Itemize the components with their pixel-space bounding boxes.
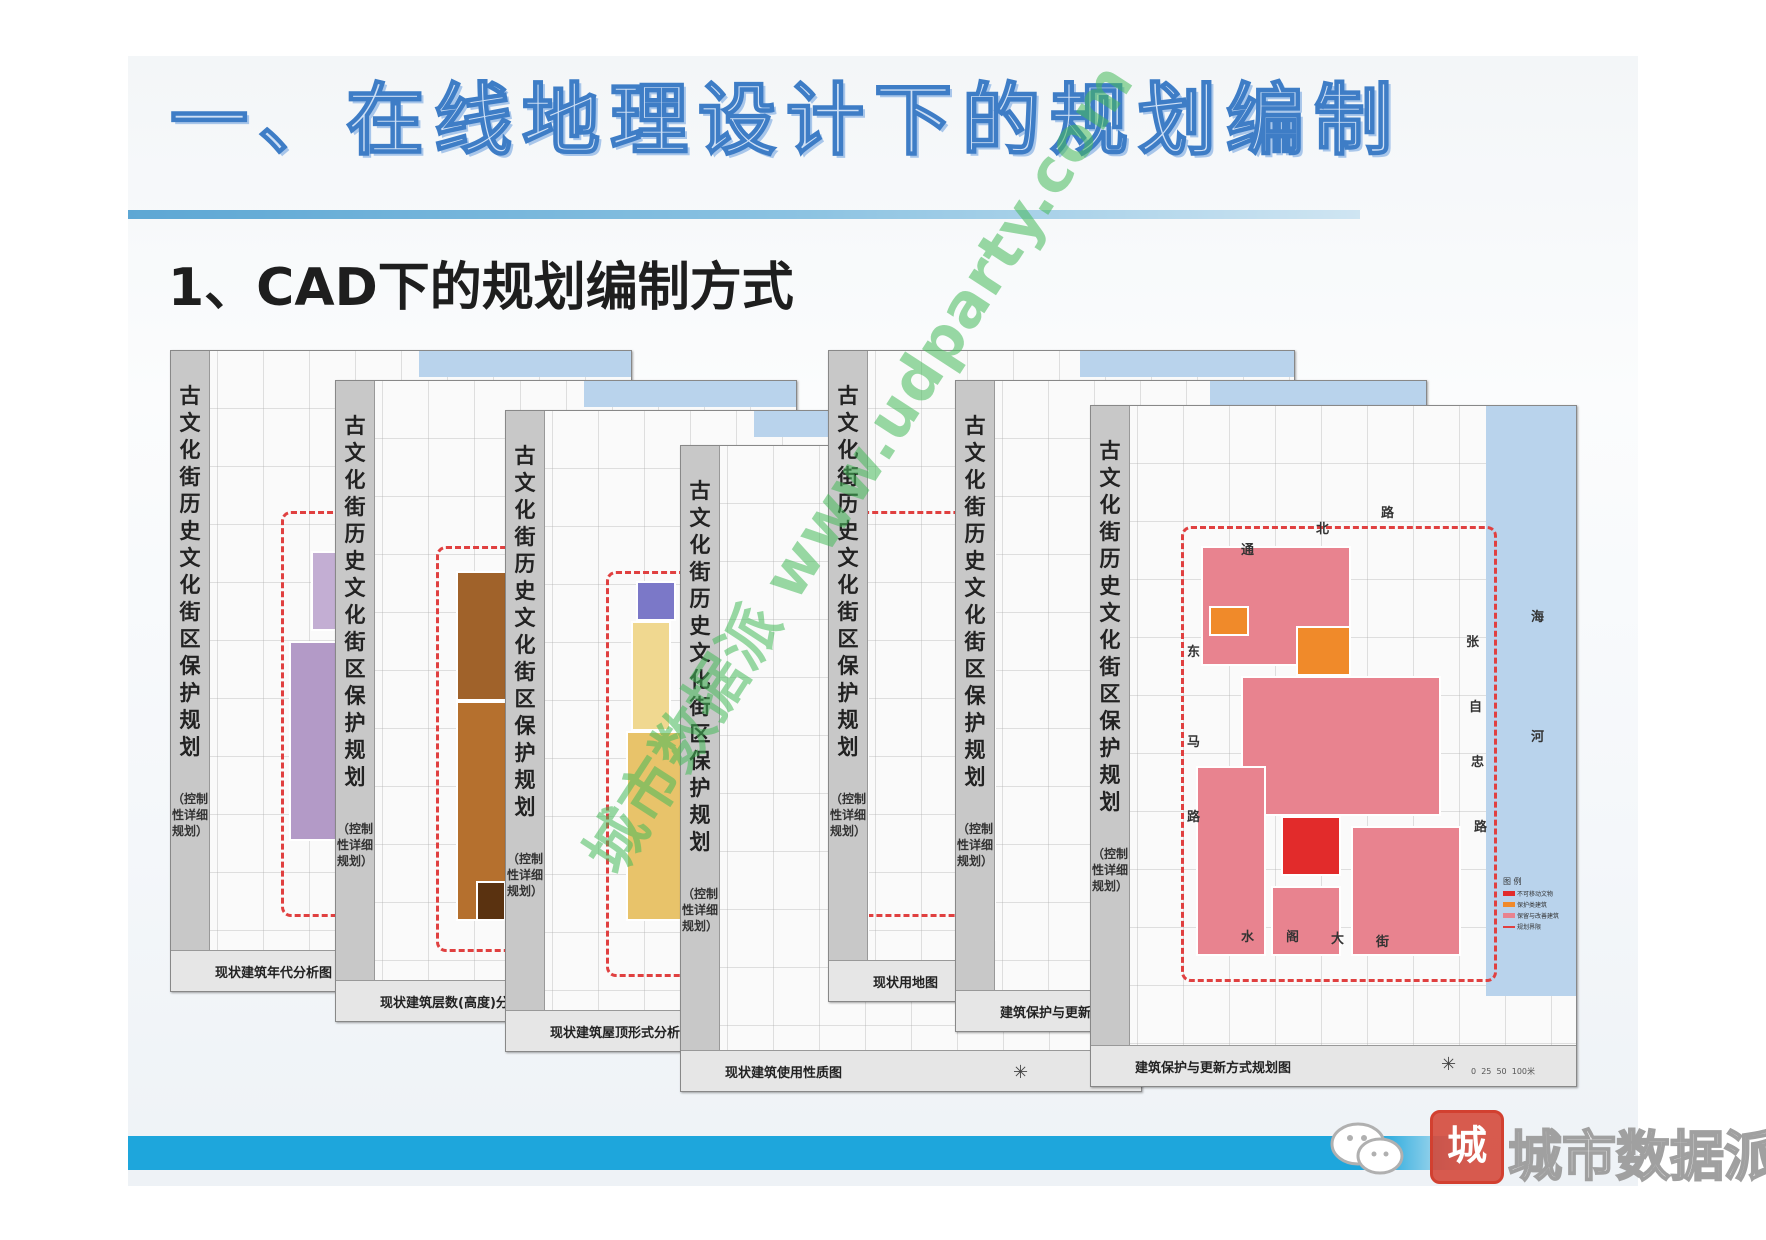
map-caption: 现状建筑屋顶形式分析图 (550, 1026, 694, 1041)
map-caption: 现状建筑年代分析图 (215, 966, 333, 981)
plan-title: 古文化街历史文化街区保护规划 (344, 414, 366, 789)
plan-title: 古文化街历史文化街区保护规划 (1099, 439, 1121, 814)
building-block (1351, 826, 1461, 956)
plan-title: 古文化街历史文化街区保护规划 (179, 384, 201, 759)
building-block (456, 571, 511, 701)
bottom-bar (128, 1136, 1378, 1170)
plan-subtitle: （控制性详细规划） (171, 792, 208, 838)
plan-title: 古文化街历史文化街区保护规划 (514, 444, 536, 819)
scale-bar: 0 25 50 100米 (1471, 1067, 1536, 1076)
street-label-east-ma-road: 东 (1187, 645, 1201, 660)
plan-title: 古文化街历史文化街区保护规划 (964, 414, 986, 789)
plan-subtitle: （控制性详细规划） (956, 822, 993, 868)
map-caption: 现状用地图 (873, 976, 939, 991)
building-block (631, 621, 671, 731)
brand-name: 城市数据派 (1507, 1124, 1766, 1189)
river (1209, 381, 1426, 407)
slide-title: 一、在线地理设计下的规划编制 (169, 76, 1403, 166)
plan-boundary (1181, 526, 1497, 982)
map-caption: 建筑保护与更新方式规划图 (1135, 1061, 1292, 1076)
map-card-protection-main: 通 北 路 东 马 路 张 自 忠 路 水 阁 大 街 海 河 图 例 不可移动… (1090, 405, 1577, 1087)
building-block (1196, 766, 1266, 956)
building-block (626, 731, 686, 921)
map-legend: 图 例 不可移动文物 保护类建筑 保留与改善建筑 规划界限 (1503, 877, 1560, 931)
plan-subtitle: （控制性详细规划） (1091, 847, 1128, 893)
map-caption: 现状建筑使用性质图 (725, 1066, 843, 1081)
north-arrow-icon: ✳ (1441, 1054, 1457, 1075)
river (1080, 351, 1294, 377)
map-caption: 现状建筑层数(高度)分析图 (380, 996, 535, 1011)
building-block (1271, 886, 1341, 956)
building-block (1241, 676, 1441, 816)
title-rule (128, 210, 1360, 219)
street-label-zhangzizhong-road: 张 (1466, 635, 1480, 650)
plan-subtitle: （控制性详细规划） (681, 887, 718, 933)
plan-title: 古文化街历史文化街区保护规划 (689, 479, 711, 854)
building-block (1209, 606, 1249, 636)
north-arrow-icon: ✳ (1013, 1062, 1029, 1083)
wechat-icon (1330, 1122, 1404, 1175)
plan-title: 古文化街历史文化街区保护规划 (837, 384, 859, 759)
river (419, 351, 631, 377)
river (584, 381, 796, 407)
plan-subtitle: （控制性详细规划） (506, 852, 543, 898)
brand-seal-logo: 城 (1430, 1110, 1504, 1184)
street-label-north-road: 通 (1241, 543, 1255, 558)
building-block (636, 581, 676, 621)
building-block (1296, 626, 1351, 676)
building-block (476, 881, 506, 921)
river (1486, 406, 1576, 996)
street-label-shuige-street: 水 (1241, 930, 1255, 945)
plan-subtitle: （控制性详细规划） (336, 822, 373, 868)
slide-subtitle: 1、CAD下的规划编制方式 (168, 258, 794, 318)
building-block (1281, 816, 1341, 876)
river-label-haihe: 海 (1531, 610, 1545, 625)
plan-subtitle: （控制性详细规划） (829, 792, 866, 838)
